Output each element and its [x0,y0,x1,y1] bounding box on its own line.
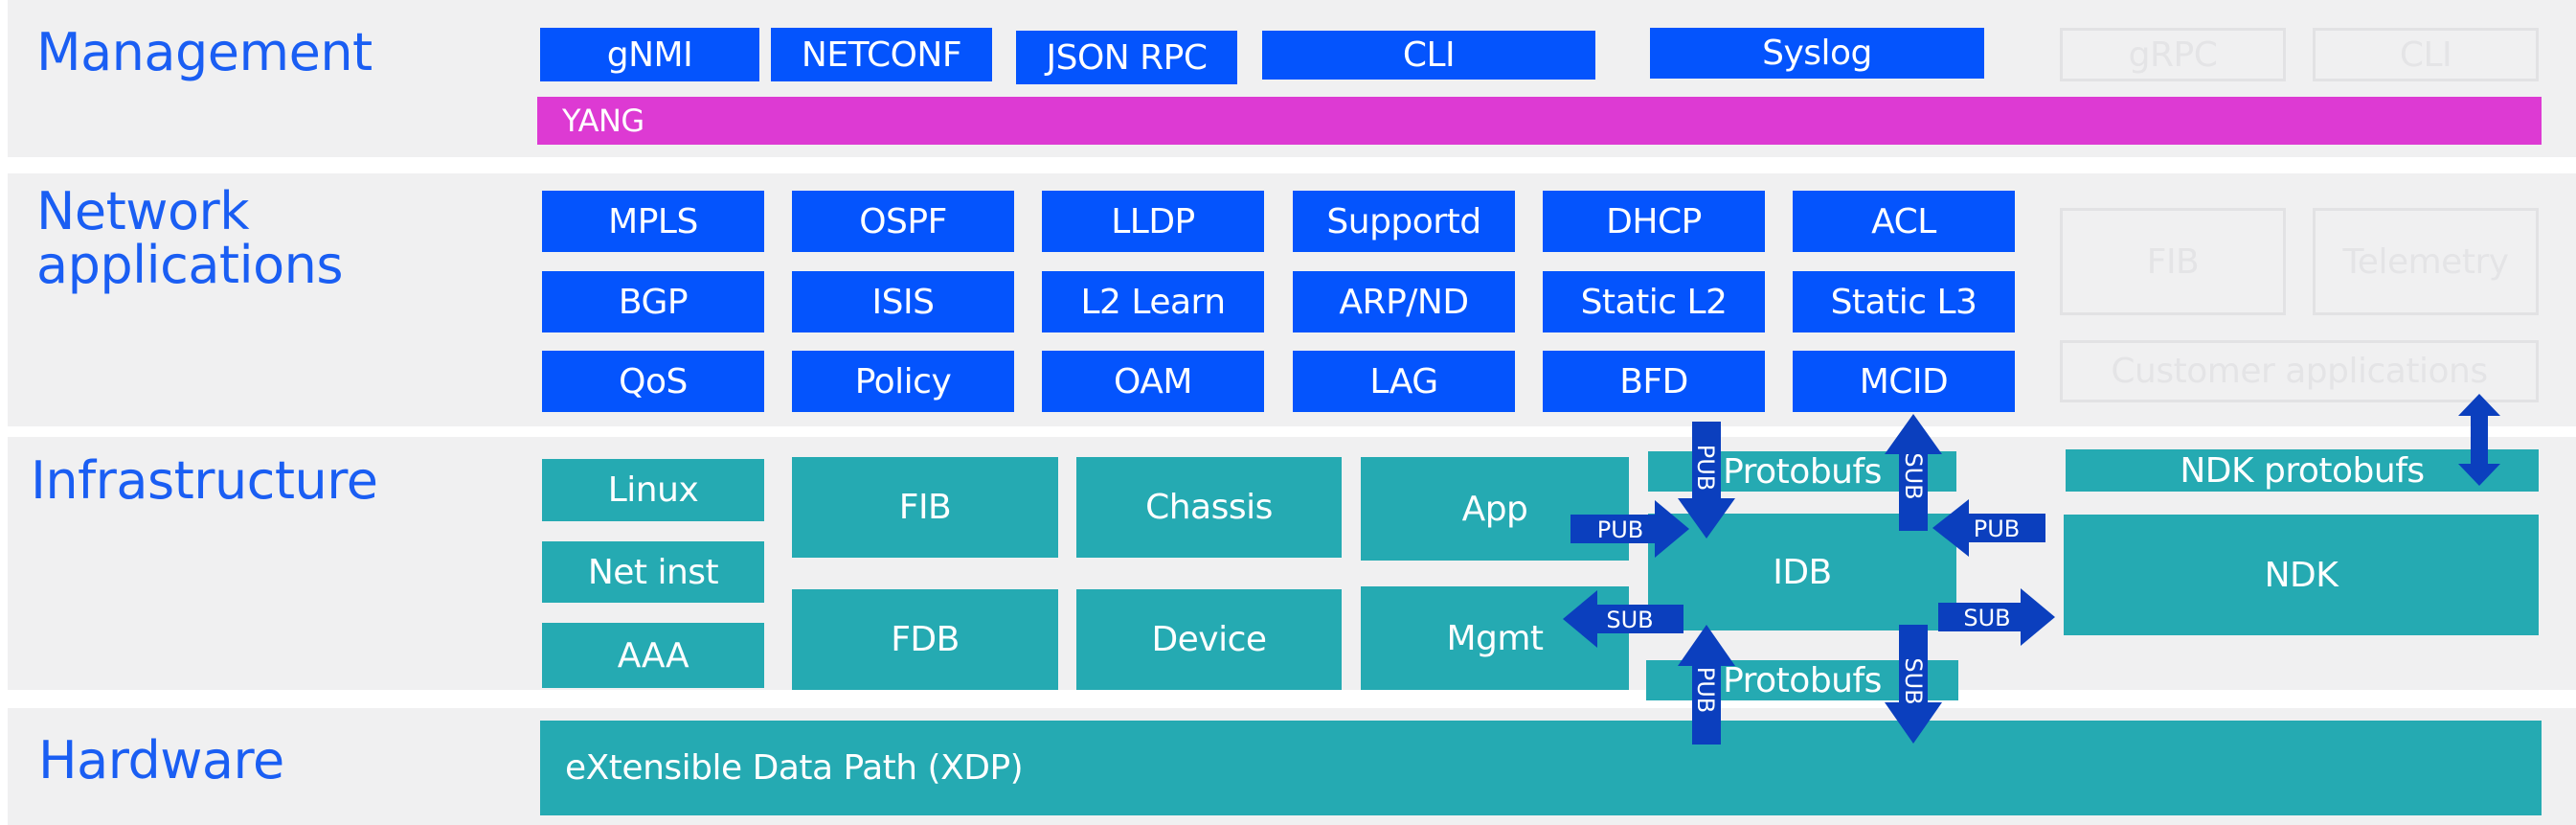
cli-box: CLI [1262,31,1595,80]
sub-arrow-idb-to-mgmt [1563,590,1683,648]
network-layer-title: Network applications [36,181,344,295]
grpc-ghost-box: gRPC [2060,28,2286,81]
app-box-acl: ACL [1793,191,2015,252]
net-inst-box: Net inst [542,541,764,603]
sub-arrow-bottom-down [1885,625,1942,744]
netconf-box: NETCONF [771,28,992,81]
linux-box: Linux [542,459,764,521]
sub-label-bottom: SUB [1900,657,1927,704]
pub-arrow-bottom-up [1678,625,1735,745]
xdp-bar: eXtensible Data Path (XDP) [540,721,2542,815]
pub-label-app: PUB [1597,516,1644,543]
infrastructure-layer-title: Infrastructure [31,450,378,511]
app-box-static-l2: Static L2 [1543,271,1765,332]
app-box-l2-learn: L2 Learn [1042,271,1264,332]
app-box-arp-nd: ARP/ND [1293,271,1515,332]
cli-ghost-box: CLI [2313,28,2539,81]
app-box-lag: LAG [1293,351,1515,412]
json-rpc-box: JSON RPC [1016,31,1237,84]
app-box-static-l3: Static L3 [1793,271,2015,332]
management-layer-title: Management [36,22,373,82]
app-box-lldp: LLDP [1042,191,1264,252]
app-box-bfd: BFD [1543,351,1765,412]
app-box-dhcp: DHCP [1543,191,1765,252]
sub-label-mgmt: SUB [1606,607,1653,633]
pub-arrow-right-to-idb [1932,499,2045,557]
app-box-policy: Policy [792,351,1014,412]
aaa-box: AAA [542,623,764,688]
customer-applications-ghost-box: Customer applications [2060,340,2539,402]
fib-box: FIB [792,457,1058,558]
sub-label-top: SUB [1900,452,1927,499]
app-box-isis: ISIS [792,271,1014,332]
double-arrow-customer-ndk [2458,394,2500,486]
pub-arrow-top-down [1678,422,1735,539]
sub-label-right: SUB [1963,605,2010,631]
chassis-box: Chassis [1076,457,1342,558]
hardware-layer-title: Hardware [38,730,284,791]
fdb-box: FDB [792,589,1058,690]
pub-arrow-app-to-idb [1570,500,1689,558]
app-box-oam: OAM [1042,351,1264,412]
sub-arrow-top-up [1885,414,1942,531]
sub-arrow-idb-to-ndk [1938,588,2055,646]
gnmi-box: gNMI [540,28,759,81]
pub-label-right: PUB [1974,516,2021,542]
pub-label-top: PUB [1692,445,1719,492]
syslog-box: Syslog [1650,28,1984,79]
telemetry-ghost-box: Telemetry [2313,208,2539,315]
app-box-qos: QoS [542,351,764,412]
fib-ghost-box: FIB [2060,208,2286,315]
pub-label-bottom: PUB [1692,667,1719,714]
device-box: Device [1076,589,1342,690]
app-box-mpls: MPLS [542,191,764,252]
app-box-bgp: BGP [542,271,764,332]
network-band [8,173,2576,426]
idb-box: IDB [1648,514,1956,630]
ndk-protobufs-box: NDK protobufs [2066,449,2539,492]
app-box-ospf: OSPF [792,191,1014,252]
app-box-mcid: MCID [1793,351,2015,412]
app-box-supportd: Supportd [1293,191,1515,252]
yang-bar: YANG [537,97,2542,145]
ndk-box: NDK [2064,515,2539,635]
